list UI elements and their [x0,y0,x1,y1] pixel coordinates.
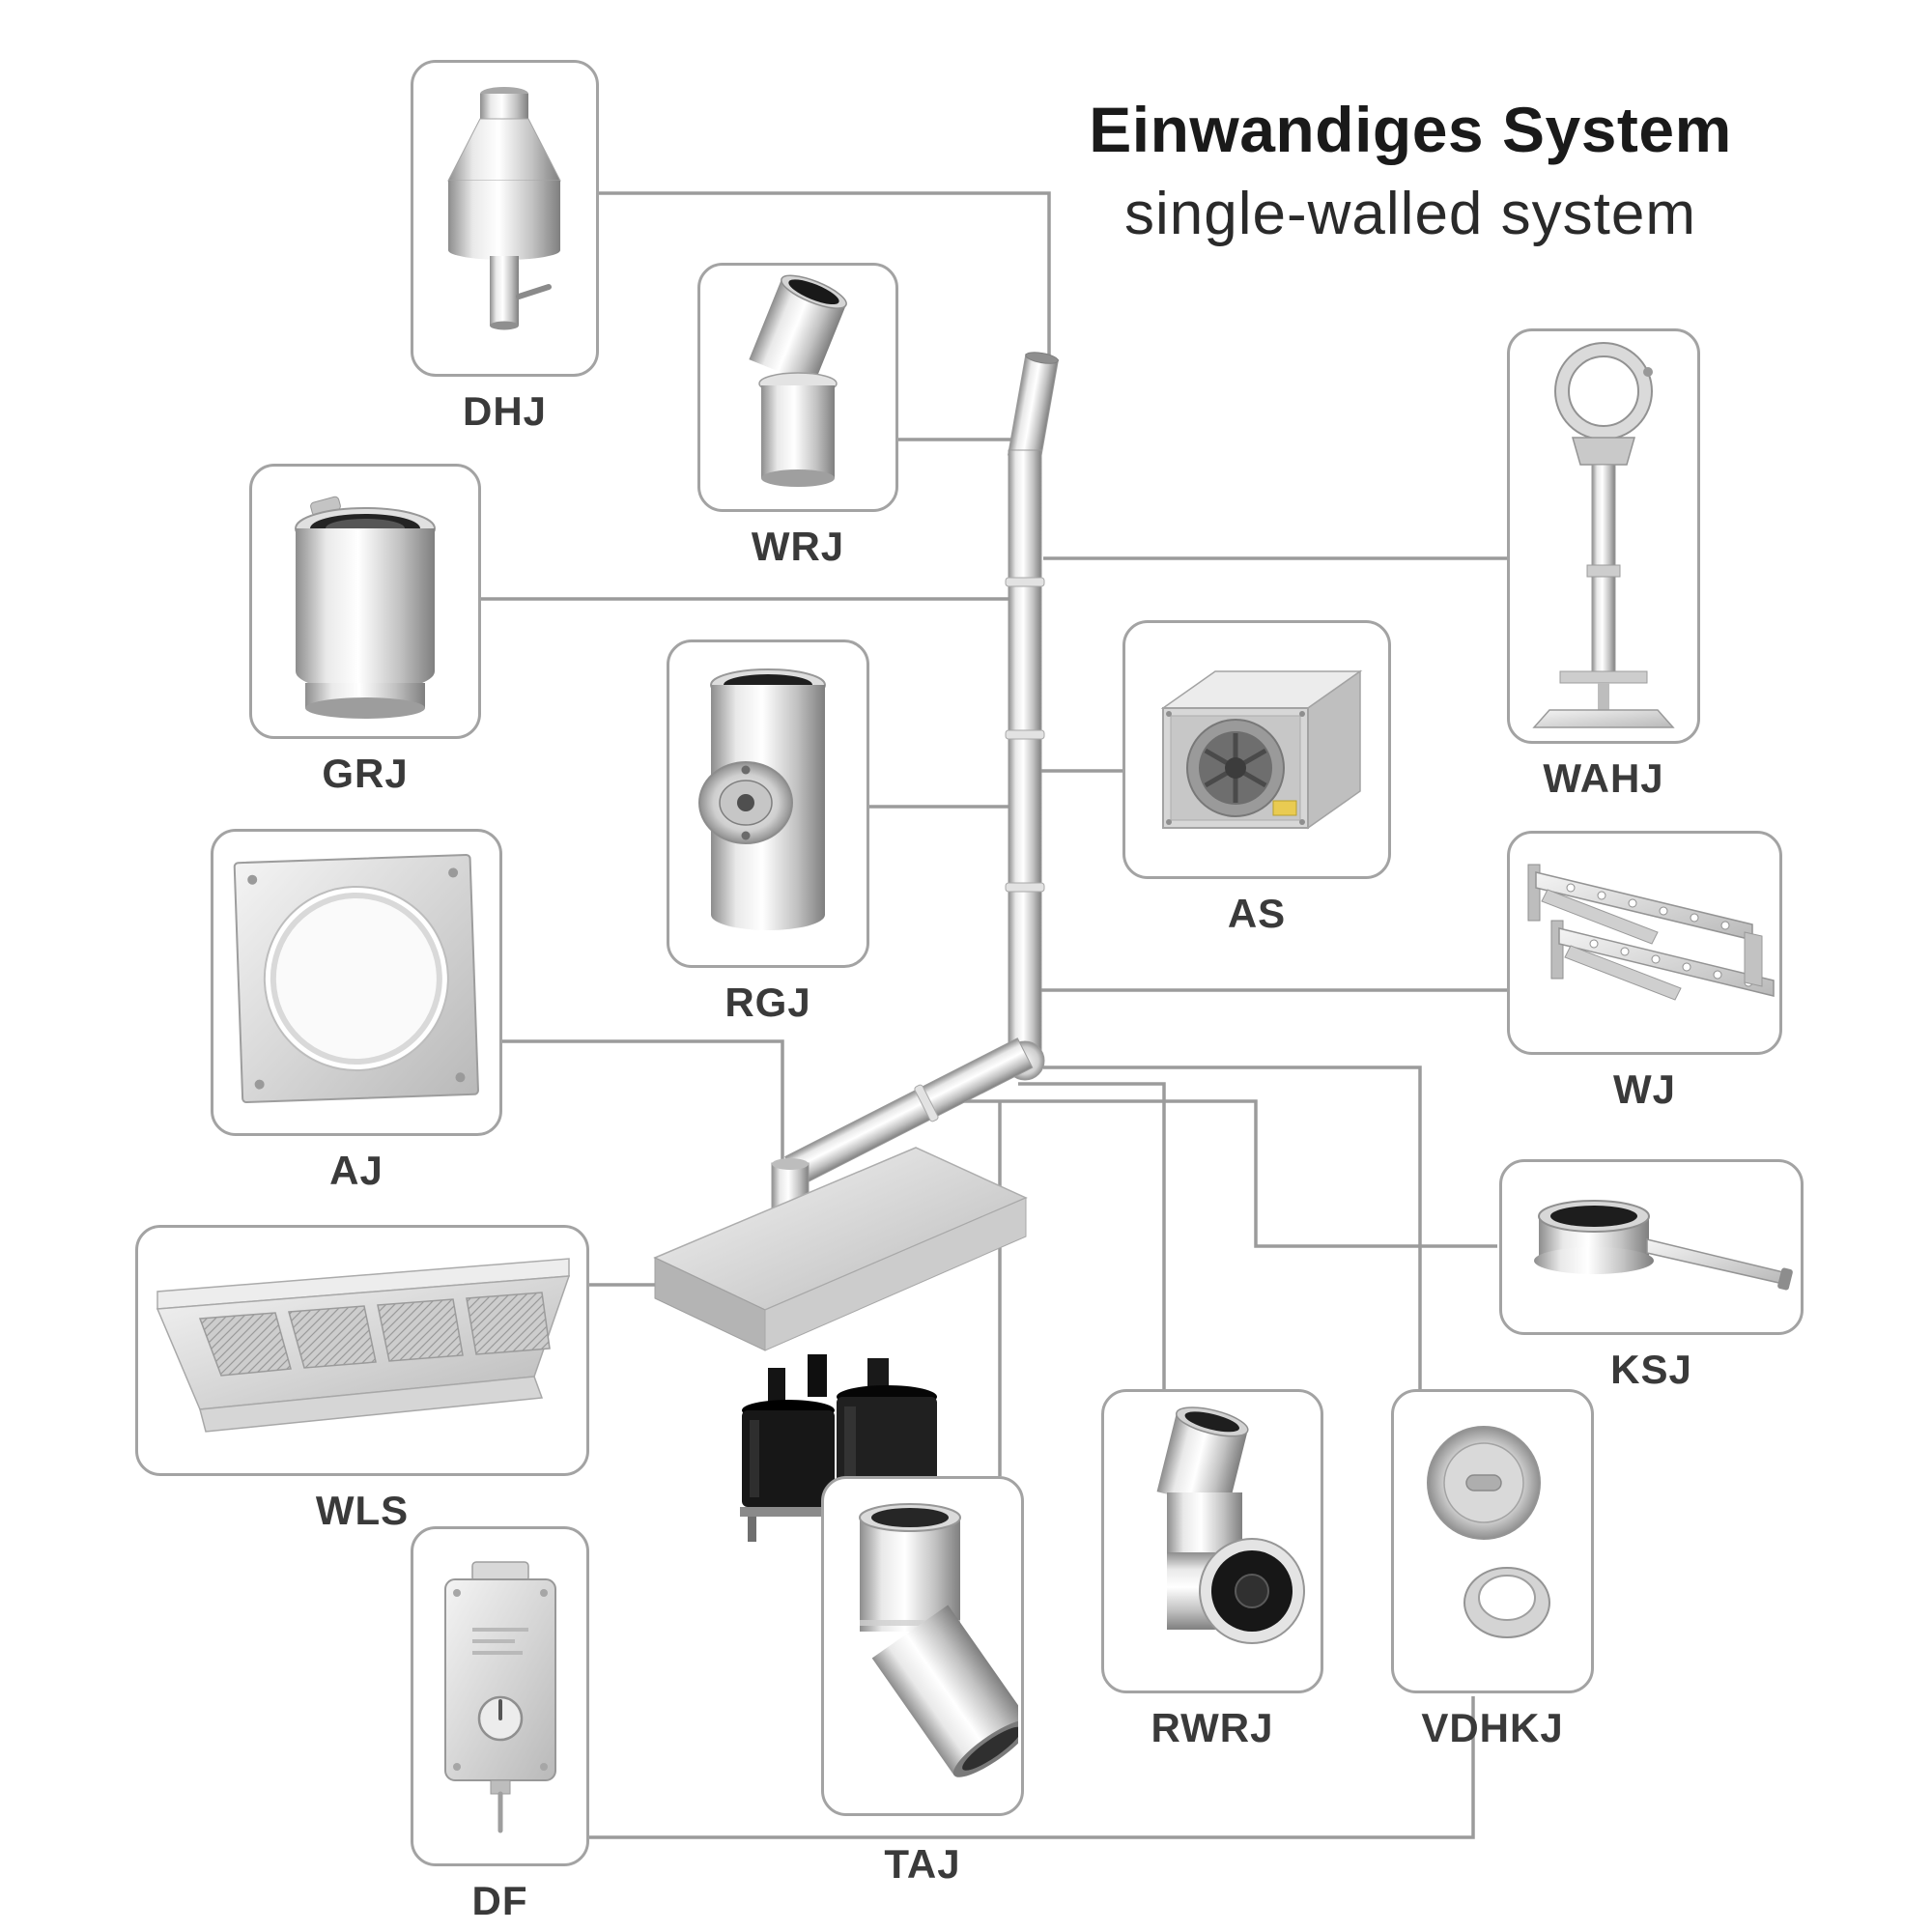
connector-ksj [952,1099,1497,1248]
connector-aj [502,1039,784,1183]
component-box-rgj [667,639,869,968]
component-dhj: DHJ [411,60,599,435]
component-label: DF [471,1878,528,1923]
component-label: RWRJ [1151,1705,1274,1750]
component-label: RGJ [724,980,811,1025]
component-box-df [411,1526,589,1866]
title-german: Einwandiges System [1089,94,1732,165]
component-label: GRJ [322,751,409,796]
extractor-hood-illustration [156,1258,571,1433]
wall-support-stand-illustration [1532,342,1675,728]
component-wrj: WRJ [697,263,898,570]
straight-pipe-illustration [295,496,436,719]
title-english: single-walled system [1124,181,1696,247]
component-box-as [1122,620,1391,879]
component-label: WJ [1613,1066,1676,1112]
hood [653,1147,1028,1351]
component-label: AJ [329,1148,384,1193]
component-taj: TAJ [821,1476,1024,1888]
component-label: AS [1227,891,1287,936]
component-label: DHJ [462,388,548,434]
end-cap-illustration [1427,1426,1550,1638]
inspection-door-pipe-illustration [698,668,826,930]
component-wj: WJ [1507,831,1782,1113]
central-assembly [653,352,1060,1542]
component-aj: AJ [211,829,502,1194]
pipe-joint-band [1005,729,1045,740]
pipe-joint-band [1005,882,1045,893]
component-ksj: KSJ [1499,1159,1804,1393]
component-box-wrj [697,263,898,512]
condensate-pan-illustration [1534,1200,1793,1291]
component-rwrj: RWRJ [1101,1389,1323,1751]
fan-controller-illustration [444,1561,556,1833]
component-grj: GRJ [249,464,481,797]
flue-main-pipe [1008,449,1042,1062]
flue-top-segment [1007,352,1060,462]
component-df: DF [411,1526,589,1924]
chimney-jet-cowl-illustration [447,87,561,330]
component-as: AS [1122,620,1391,937]
component-box-grj [249,464,481,739]
component-label: WAHJ [1543,755,1664,801]
box-fan-illustration [1160,669,1363,830]
angled-outlet-pipe-illustration [859,1503,1018,1777]
component-box-vdhkj [1391,1389,1594,1693]
component-box-taj [821,1476,1024,1816]
component-box-dhj [411,60,599,377]
component-label: VDHKJ [1421,1705,1564,1750]
component-label: WRJ [751,524,845,569]
connector-rwrj [1018,1082,1166,1389]
component-box-wahj [1507,328,1700,744]
component-box-ksj [1499,1159,1804,1335]
component-label: TAJ [884,1841,961,1887]
component-label: WLS [315,1488,410,1533]
wall-plate-illustration [233,853,479,1104]
component-label: KSJ [1610,1347,1692,1392]
pipe-joint-band [1005,577,1045,587]
component-box-rwrj [1101,1389,1323,1693]
connector-vdhkj [1043,1065,1422,1389]
diagram-title: Einwandiges System single-walled system [1063,93,1758,248]
adjustable-elbow-illustration [748,274,847,487]
ninety-degree-elbow-illustration [1156,1406,1305,1644]
connector-dhj [599,191,1051,361]
component-box-aj [211,829,502,1136]
component-box-wls [135,1225,589,1476]
component-rgj: RGJ [667,639,869,1026]
wall-bracket-illustration [1527,864,1775,1001]
component-vdhkj: VDHKJ [1391,1389,1594,1751]
connector-df [589,1696,1475,1839]
component-wls: WLS [135,1225,589,1534]
component-wahj: WAHJ [1507,328,1700,802]
component-box-wj [1507,831,1782,1055]
